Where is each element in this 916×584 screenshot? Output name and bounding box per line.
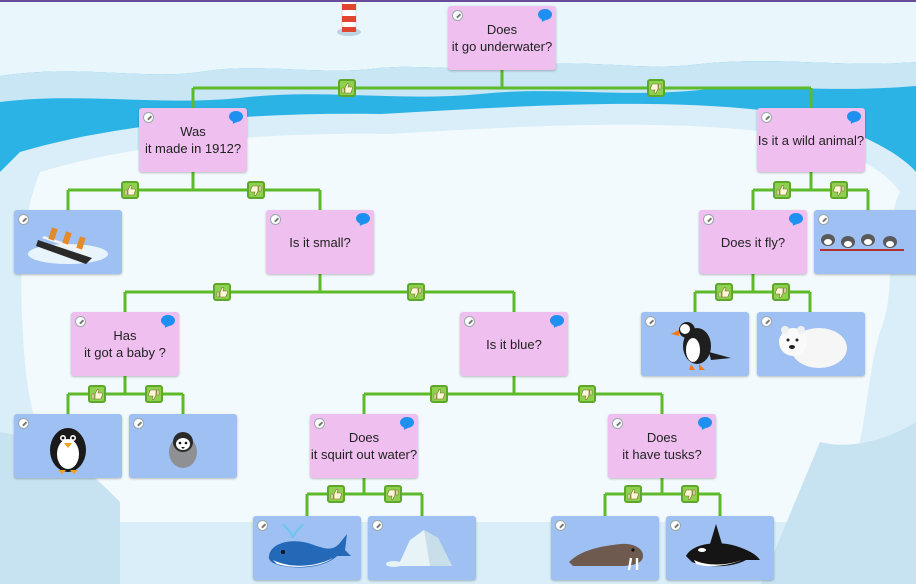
answer-card-polar-bear[interactable] (757, 312, 865, 376)
question-card-made-in-1912[interactable]: Was it made in 1912? (139, 108, 247, 172)
pencil-icon[interactable] (703, 214, 714, 225)
pencil-icon[interactable] (670, 520, 681, 531)
thumbs-up-icon[interactable] (121, 181, 139, 199)
speech-bubble-icon[interactable] (538, 9, 552, 20)
thumbs-down-icon[interactable] (384, 485, 402, 503)
titanic-ship-icon (28, 227, 108, 264)
answer-card-orca[interactable] (666, 516, 774, 580)
thumbs-down-icon[interactable] (145, 385, 163, 403)
pencil-icon[interactable] (75, 316, 86, 327)
pencil-icon[interactable] (761, 112, 772, 123)
pencil-icon[interactable] (464, 316, 475, 327)
speech-bubble-icon[interactable] (789, 213, 803, 224)
answer-card-penguin[interactable] (14, 414, 122, 478)
question-text: Was it made in 1912? (144, 124, 242, 156)
question-card-wild-animal[interactable]: Is it a wild animal? (757, 108, 865, 172)
thumbs-down-icon[interactable] (407, 283, 425, 301)
speech-bubble-icon[interactable] (229, 111, 243, 122)
pencil-icon[interactable] (555, 520, 566, 531)
pencil-icon[interactable] (18, 418, 29, 429)
pencil-icon[interactable] (818, 214, 829, 225)
question-card-root[interactable]: Does it go underwater? (448, 6, 556, 70)
lighthouse-marker-icon (337, 2, 361, 36)
thumbs-down-icon[interactable] (578, 385, 596, 403)
pencil-icon[interactable] (257, 520, 268, 531)
pencil-icon[interactable] (372, 520, 383, 531)
pencil-icon[interactable] (143, 112, 154, 123)
walrus-icon (569, 543, 643, 571)
thumbs-down-icon[interactable] (772, 283, 790, 301)
pencil-icon[interactable] (761, 316, 772, 327)
question-text: Does it have tusks? (622, 430, 702, 462)
thumbs-up-icon[interactable] (624, 485, 642, 503)
answer-card-titanic[interactable] (14, 210, 122, 274)
pencil-icon[interactable] (18, 214, 29, 225)
speech-bubble-icon[interactable] (400, 417, 414, 428)
question-text: Does it go underwater? (451, 22, 553, 54)
thumbs-down-icon[interactable] (681, 485, 699, 503)
question-card-small[interactable]: Is it small? (266, 210, 374, 274)
orca-icon (686, 524, 760, 567)
thumbs-down-icon[interactable] (647, 79, 665, 97)
puffin-icon (671, 322, 731, 370)
answer-card-whale[interactable] (253, 516, 361, 580)
speech-bubble-icon[interactable] (161, 315, 175, 326)
iceberg-icon (386, 530, 452, 567)
question-card-blue[interactable]: Is it blue? (460, 312, 568, 376)
penguin-chick-icon (169, 432, 197, 468)
question-card-fly[interactable]: Does it fly? (699, 210, 807, 274)
question-text: Does it fly? (720, 234, 786, 250)
thumbs-up-icon[interactable] (773, 181, 791, 199)
thumbs-up-icon[interactable] (88, 385, 106, 403)
question-text: Is it a wild animal? (757, 132, 865, 148)
question-text: Is it blue? (486, 336, 542, 352)
question-text: Does it squirt out water? (310, 430, 418, 462)
whale-icon (268, 523, 351, 568)
pencil-icon[interactable] (133, 418, 144, 429)
answer-card-husky-team[interactable] (814, 210, 916, 274)
answer-card-walrus[interactable] (551, 516, 659, 580)
thumbs-up-icon[interactable] (430, 385, 448, 403)
pencil-icon[interactable] (645, 316, 656, 327)
thumbs-up-icon[interactable] (338, 79, 356, 97)
polar-bear-icon (779, 326, 847, 368)
speech-bubble-icon[interactable] (550, 315, 564, 326)
answer-card-penguin-chick[interactable] (129, 414, 237, 478)
thumbs-down-icon[interactable] (247, 181, 265, 199)
thumbs-up-icon[interactable] (213, 283, 231, 301)
speech-bubble-icon[interactable] (847, 111, 861, 122)
question-text: Has it got a baby ? (84, 328, 166, 360)
pencil-icon[interactable] (270, 214, 281, 225)
pencil-icon[interactable] (612, 418, 623, 429)
pencil-icon[interactable] (314, 418, 325, 429)
question-text: Is it small? (289, 234, 351, 250)
question-card-baby[interactable]: Has it got a baby ? (71, 312, 179, 376)
answer-card-puffin[interactable] (641, 312, 749, 376)
thumbs-down-icon[interactable] (830, 181, 848, 199)
question-card-tusks[interactable]: Does it have tusks? (608, 414, 716, 478)
question-card-squirt-water[interactable]: Does it squirt out water? (310, 414, 418, 478)
husky-team-icon (820, 234, 904, 251)
speech-bubble-icon[interactable] (356, 213, 370, 224)
penguin-icon (50, 428, 86, 474)
thumbs-up-icon[interactable] (715, 283, 733, 301)
speech-bubble-icon[interactable] (698, 417, 712, 428)
answer-card-iceberg[interactable] (368, 516, 476, 580)
pencil-icon[interactable] (452, 10, 463, 21)
thumbs-up-icon[interactable] (327, 485, 345, 503)
